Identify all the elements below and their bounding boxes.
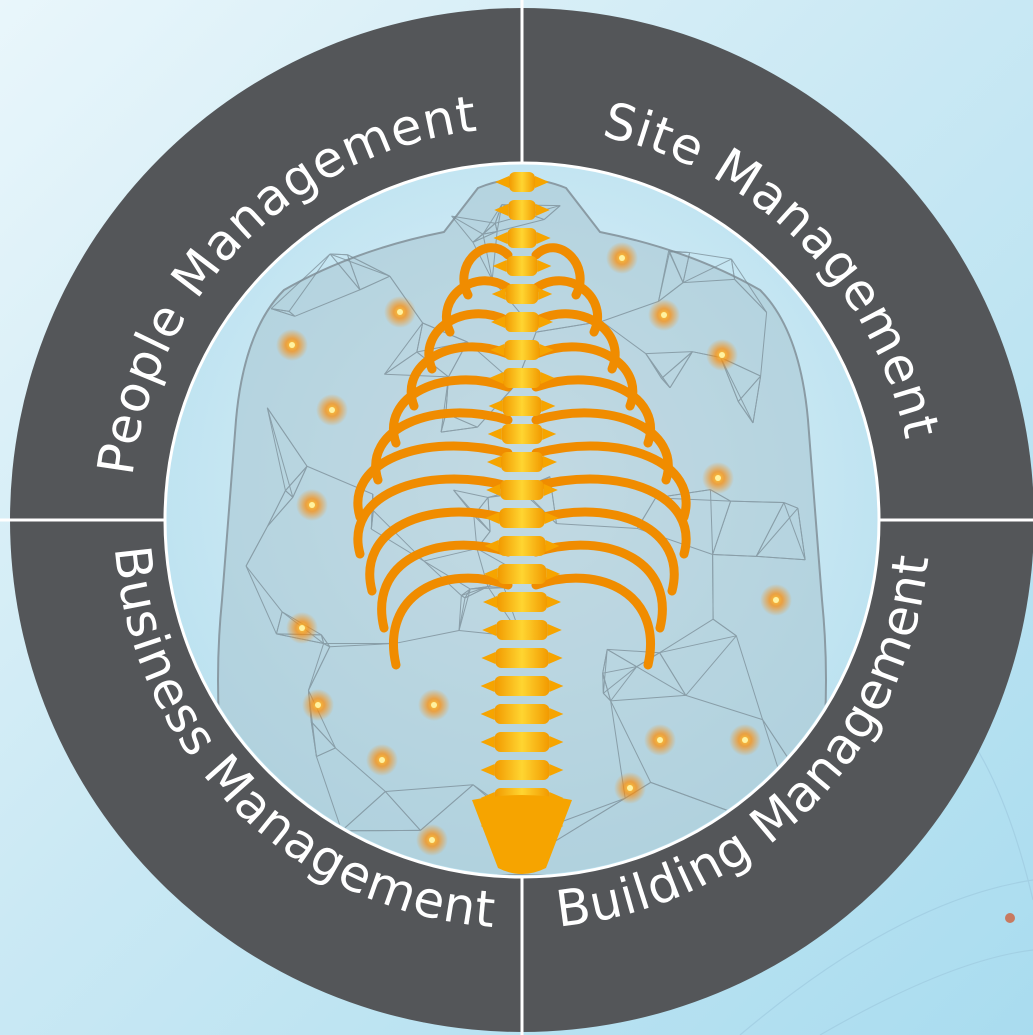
human-torso-skeleton-icon: [218, 172, 826, 875]
background-node: [1005, 913, 1015, 923]
